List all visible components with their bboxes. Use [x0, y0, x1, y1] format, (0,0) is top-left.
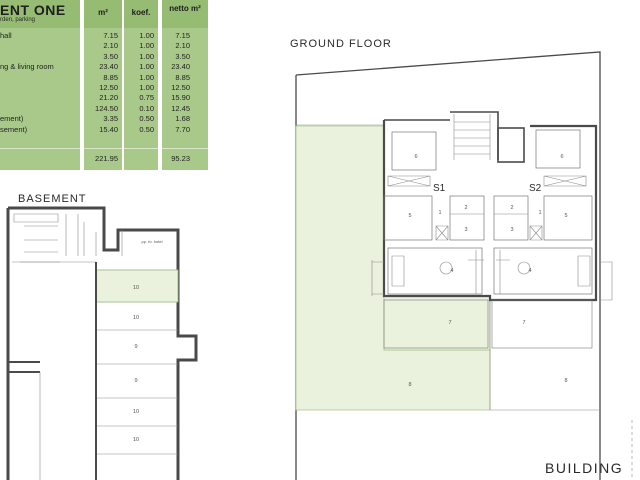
table-row-netto: 7.15 — [175, 31, 190, 40]
table-col-netto — [162, 0, 208, 170]
area-table: ENT ONE rden, parking m² koef. netto m² … — [0, 0, 208, 170]
ground-floor-plan: 6 6 5 5 1 1 2 2 3 3 4 4 7 7 8 8 — [295, 51, 633, 480]
table-row-koef: 0.75 — [139, 93, 154, 103]
svg-text:5: 5 — [408, 213, 411, 219]
table-row-m2: 3.35 — [103, 114, 118, 124]
table-row-koef: 0.50 — [139, 124, 154, 134]
svg-text:9: 9 — [134, 344, 137, 350]
svg-text:3: 3 — [510, 227, 513, 233]
svg-text:1: 1 — [438, 210, 441, 216]
table-row-netto: 2.10 — [175, 41, 190, 51]
table-col-name — [0, 0, 80, 170]
svg-text:2: 2 — [464, 205, 467, 211]
svg-text:3: 3 — [464, 227, 467, 233]
basement-plan: 10 10 9 9 10 10 pp. fo. hotel — [0, 204, 198, 480]
unit-label-s1: S1 — [433, 183, 446, 194]
svg-text:10: 10 — [133, 409, 139, 415]
svg-text:pp. fo. hotel: pp. fo. hotel — [142, 239, 163, 244]
table-row-name: hall — [0, 31, 12, 40]
svg-text:7: 7 — [522, 320, 525, 326]
basement-label: BASEMENT — [18, 193, 87, 205]
table-row-netto: 8.85 — [175, 72, 190, 82]
table-row-netto: 12.50 — [171, 83, 190, 92]
svg-text:4: 4 — [528, 268, 531, 274]
table-row-netto: 15.90 — [171, 93, 190, 103]
svg-text:6: 6 — [414, 154, 417, 160]
ground-floor-label: GROUND FLOOR — [290, 38, 392, 50]
svg-text:7: 7 — [448, 320, 451, 326]
header-netto: netto m² — [169, 4, 201, 13]
header-koef: koef. — [131, 8, 151, 17]
table-row-koef: 1.00 — [139, 41, 154, 51]
svg-text:4: 4 — [450, 268, 453, 274]
unit-label-s2: S2 — [529, 183, 542, 194]
table-row-m2: 2.10 — [103, 41, 118, 51]
table-row-m2: 12.50 — [99, 83, 118, 92]
table-total-divider — [0, 148, 208, 149]
table-title: ENT ONE — [0, 2, 66, 18]
svg-text:8: 8 — [408, 382, 411, 388]
table-row-netto: 23.40 — [171, 62, 190, 72]
svg-text:9: 9 — [134, 378, 137, 384]
table-row-m2: 3.50 — [103, 51, 118, 61]
table-row-koef: 1.00 — [139, 83, 154, 92]
table-row-m2: 23.40 — [99, 62, 118, 72]
table-row-name: ng & living room — [0, 62, 54, 72]
table-subtitle: rden, parking — [0, 17, 36, 23]
table-row-koef: 0.10 — [139, 103, 154, 113]
table-row-m2: 124.50 — [95, 103, 118, 113]
table-row-m2: 8.85 — [103, 72, 118, 82]
table-row-koef: 1.00 — [139, 51, 154, 61]
svg-text:2: 2 — [510, 205, 513, 211]
svg-text:8: 8 — [564, 378, 567, 384]
svg-text:10: 10 — [133, 285, 139, 291]
svg-text:1: 1 — [538, 210, 541, 216]
table-row-koef: 1.00 — [139, 62, 154, 72]
table-row-koef: 1.00 — [139, 72, 154, 82]
svg-text:6: 6 — [560, 154, 563, 160]
total-netto: 95.23 — [171, 154, 190, 163]
table-row-m2: 21.20 — [99, 93, 118, 103]
table-col-koef — [124, 0, 158, 170]
table-row-name: sement) — [0, 124, 28, 134]
table-row-m2: 15.40 — [99, 124, 118, 134]
header-m2: m² — [98, 8, 108, 17]
svg-text:10: 10 — [133, 437, 139, 443]
table-row-koef: 0.50 — [139, 114, 154, 124]
table-row-netto: 1.68 — [175, 114, 190, 124]
total-m2: 221.95 — [95, 154, 118, 163]
table-row-koef: 1.00 — [139, 31, 154, 40]
building-label: BUILDING — [545, 460, 624, 476]
table-row-netto: 7.70 — [175, 124, 190, 134]
table-row-netto: 12.45 — [171, 103, 190, 113]
table-col-m2 — [84, 0, 122, 170]
table-row-name: ement) — [0, 114, 24, 124]
svg-text:10: 10 — [133, 315, 139, 321]
table-row-netto: 3.50 — [175, 51, 190, 61]
svg-text:5: 5 — [564, 213, 567, 219]
table-row-m2: 7.15 — [103, 31, 118, 40]
